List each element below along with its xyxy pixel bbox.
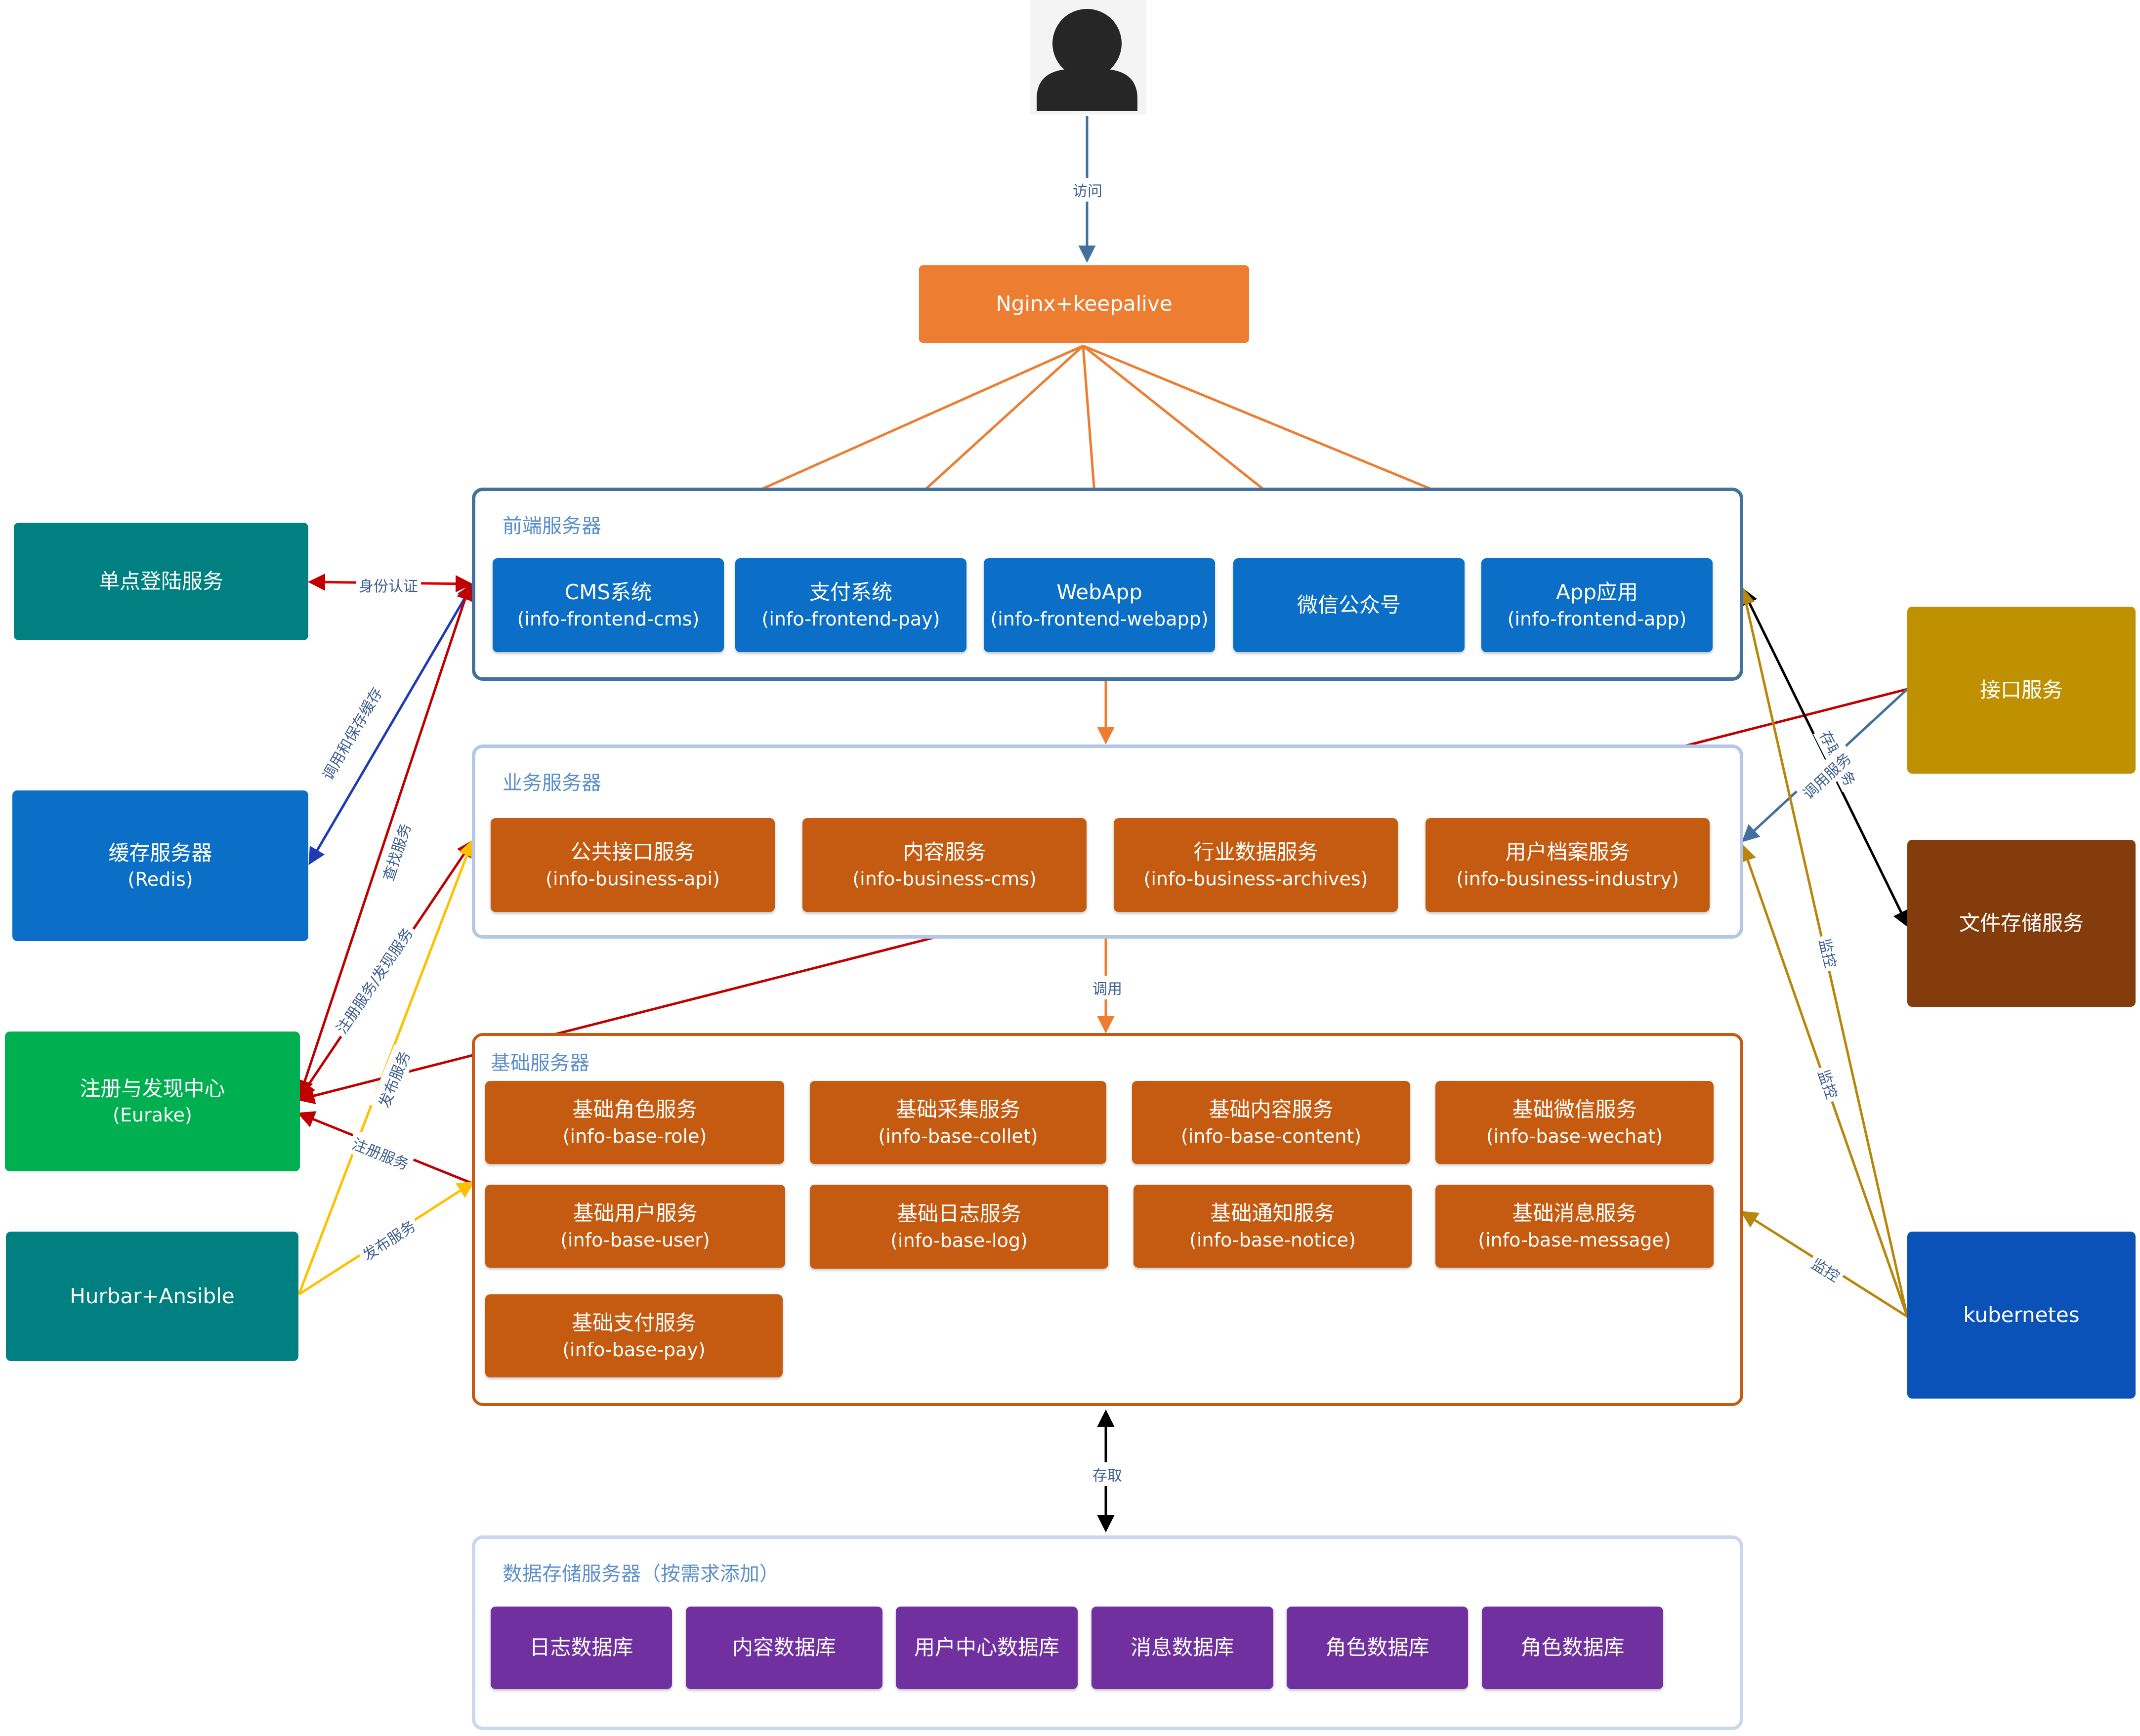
base-node-log[interactable]: 基础日志服务 (info-base-log) bbox=[810, 1185, 1108, 1269]
business-node-industry[interactable]: 用户档案服务 (info-business-industry) bbox=[1426, 818, 1710, 912]
storage-node-usercenter[interactable]: 用户中心数据库 bbox=[896, 1607, 1078, 1689]
frontend-node-wechat[interactable]: 微信公众号 bbox=[1233, 558, 1465, 652]
node-name: 基础用户服务 bbox=[573, 1201, 698, 1225]
node-id: (info-business-cms) bbox=[852, 868, 1037, 890]
nginx-node[interactable]: Nginx+keepalive bbox=[919, 265, 1249, 343]
node-name: 基础采集服务 bbox=[895, 1097, 1020, 1121]
node-name: 公共接口服务 bbox=[570, 840, 695, 864]
node-name: App应用 bbox=[1555, 580, 1638, 604]
frontend-node-cms[interactable]: CMS系统 (info-frontend-cms) bbox=[493, 558, 724, 652]
base-title: 基础服务器 bbox=[491, 1052, 589, 1075]
sso-node[interactable]: 单点登陆服务 bbox=[14, 523, 308, 640]
node-name: 内容数据库 bbox=[732, 1635, 836, 1660]
cache-name: 缓存服务器 bbox=[108, 840, 212, 865]
base-node-content[interactable]: 基础内容服务 (info-base-content) bbox=[1132, 1081, 1410, 1164]
registry-node[interactable]: 注册与发现中心 (Eurake) bbox=[5, 1032, 300, 1171]
node-id: (info-base-message) bbox=[1478, 1229, 1671, 1251]
sso-label: 单点登陆服务 bbox=[98, 569, 223, 593]
node-name: 日志数据库 bbox=[529, 1635, 633, 1660]
kubernetes-label: kubernetes bbox=[1963, 1302, 2080, 1327]
node-name: 角色数据库 bbox=[1325, 1635, 1429, 1660]
node-id: (info-base-log) bbox=[890, 1229, 1028, 1251]
node-id: (info-base-notice) bbox=[1189, 1229, 1356, 1251]
node-id: (info-frontend-webapp) bbox=[990, 608, 1209, 630]
edge-find-service bbox=[296, 582, 473, 1098]
node-id: (info-frontend-app) bbox=[1507, 608, 1687, 630]
edge-label-access: 存取 bbox=[1090, 1462, 1125, 1486]
registry-name: 注册与发现中心 bbox=[80, 1076, 225, 1101]
user-icon bbox=[1030, 0, 1146, 115]
base-node-collet[interactable]: 基础采集服务 (info-base-collet) bbox=[810, 1081, 1106, 1164]
node-id: (info-business-archives) bbox=[1143, 868, 1368, 890]
edge-label-visit: 访问 bbox=[1070, 178, 1105, 202]
storage-node-log[interactable]: 日志数据库 bbox=[491, 1607, 672, 1689]
cache-id: (Redis) bbox=[127, 868, 193, 891]
base-node-wechat[interactable]: 基础微信服务 (info-base-wechat) bbox=[1435, 1081, 1714, 1164]
frontend-node-webapp[interactable]: WebApp (info-frontend-webapp) bbox=[984, 558, 1215, 652]
storage-node-role-2[interactable]: 角色数据库 bbox=[1482, 1607, 1663, 1689]
storage-node-role[interactable]: 角色数据库 bbox=[1287, 1607, 1468, 1689]
registry-id: (Eurake) bbox=[113, 1104, 192, 1126]
frontend-node-app[interactable]: App应用 (info-frontend-app) bbox=[1481, 558, 1713, 652]
frontend-node-pay[interactable]: 支付系统 (info-frontend-pay) bbox=[735, 558, 966, 652]
node-name: 支付系统 bbox=[809, 580, 892, 604]
business-node-api[interactable]: 公共接口服务 (info-business-api) bbox=[491, 818, 775, 912]
node-id: (info-base-role) bbox=[562, 1125, 707, 1147]
node-name: 基础角色服务 bbox=[572, 1097, 697, 1121]
api-service-label: 接口服务 bbox=[1979, 677, 2063, 702]
base-node-pay[interactable]: 基础支付服务 (info-base-pay) bbox=[485, 1294, 783, 1377]
file-storage-node[interactable]: 文件存储服务 bbox=[1907, 840, 2136, 1007]
node-id: (info-frontend-pay) bbox=[761, 608, 940, 630]
node-name: 基础支付服务 bbox=[571, 1311, 696, 1335]
edge-label-auth: 身份认证 bbox=[356, 573, 421, 597]
storage-node-message[interactable]: 消息数据库 bbox=[1091, 1607, 1273, 1689]
node-name: 基础通知服务 bbox=[1210, 1201, 1335, 1225]
node-name: 微信公众号 bbox=[1297, 592, 1401, 617]
node-name: 用户中心数据库 bbox=[914, 1635, 1059, 1660]
deploy-label: Hurbar+Ansible bbox=[70, 1283, 235, 1308]
cache-node[interactable]: 缓存服务器 (Redis) bbox=[12, 790, 308, 941]
deploy-node[interactable]: Hurbar+Ansible bbox=[6, 1232, 298, 1361]
kubernetes-node[interactable]: kubernetes bbox=[1907, 1232, 2136, 1399]
node-id: (info-business-api) bbox=[545, 868, 720, 890]
business-title: 业务服务器 bbox=[503, 772, 601, 794]
nginx-label: Nginx+keepalive bbox=[996, 291, 1173, 316]
node-name: 行业数据服务 bbox=[1193, 840, 1318, 864]
frontend-title: 前端服务器 bbox=[503, 515, 601, 537]
business-node-cms[interactable]: 内容服务 (info-business-cms) bbox=[802, 818, 1087, 912]
storage-node-content[interactable]: 内容数据库 bbox=[686, 1607, 882, 1689]
node-name: CMS系统 bbox=[564, 580, 652, 604]
node-name: 基础日志服务 bbox=[896, 1201, 1021, 1226]
base-node-role[interactable]: 基础角色服务 (info-base-role) bbox=[485, 1081, 784, 1164]
node-name: 内容服务 bbox=[903, 840, 986, 864]
node-id: (info-base-user) bbox=[560, 1229, 710, 1251]
file-storage-label: 文件存储服务 bbox=[1959, 910, 2084, 935]
base-node-user[interactable]: 基础用户服务 (info-base-user) bbox=[485, 1185, 785, 1268]
api-service-node[interactable]: 接口服务 bbox=[1907, 607, 2136, 774]
node-id: (info-business-industry) bbox=[1456, 868, 1679, 890]
node-name: 基础消息服务 bbox=[1512, 1201, 1637, 1225]
node-id: (info-base-wechat) bbox=[1486, 1125, 1663, 1147]
edge-label-call: 调用 bbox=[1090, 976, 1125, 999]
node-id: (info-base-collet) bbox=[878, 1125, 1038, 1147]
node-id: (info-base-pay) bbox=[562, 1338, 706, 1361]
business-node-archives[interactable]: 行业数据服务 (info-business-archives) bbox=[1114, 818, 1398, 912]
node-name: 基础微信服务 bbox=[1512, 1097, 1637, 1121]
node-name: 消息数据库 bbox=[1130, 1635, 1234, 1660]
node-name: 基础内容服务 bbox=[1209, 1097, 1334, 1121]
node-id: (info-base-content) bbox=[1180, 1125, 1362, 1147]
base-node-message[interactable]: 基础消息服务 (info-base-message) bbox=[1435, 1185, 1714, 1268]
node-name: WebApp bbox=[1056, 580, 1142, 604]
node-name: 用户档案服务 bbox=[1505, 840, 1630, 864]
base-node-notice[interactable]: 基础通知服务 (info-base-notice) bbox=[1133, 1185, 1412, 1268]
node-id: (info-frontend-cms) bbox=[517, 608, 700, 630]
node-name: 角色数据库 bbox=[1520, 1635, 1625, 1660]
storage-title: 数据存储服务器（按需求添加） bbox=[503, 1563, 779, 1585]
